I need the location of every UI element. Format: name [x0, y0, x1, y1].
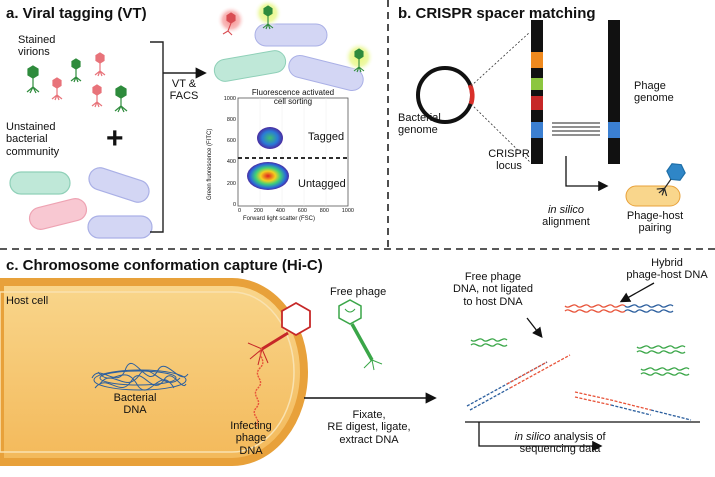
tagged-label: Tagged	[308, 131, 345, 143]
host-cell	[0, 278, 308, 466]
free-dna-pointer	[526, 317, 543, 339]
alignment-arrow	[565, 156, 609, 192]
hybrid-dna-pointer	[619, 282, 655, 303]
stained-virion-icons	[26, 58, 128, 113]
bracket	[150, 41, 164, 233]
free-phage-label: Free phage	[330, 286, 387, 298]
phage-host-pairing-icon	[625, 163, 686, 207]
infecting-phage-dna	[253, 347, 264, 427]
dna-fragments	[466, 304, 692, 421]
unstained-virion-icons	[51, 52, 106, 108]
facs-plot	[237, 97, 349, 207]
analysis-bracket	[478, 422, 603, 452]
tagged-population	[257, 127, 283, 149]
host-cell-label: Host cell	[6, 295, 49, 307]
panel-c-title: c. Chromosome conformation capture (Hi-C…	[6, 257, 323, 274]
phage-genome-bar	[608, 20, 620, 164]
bacterial-dna-blob	[91, 362, 189, 391]
vt-facs-label: VT &FACS	[169, 78, 199, 103]
crispr-locus-bar	[531, 20, 543, 164]
in-silico-analysis-label: in silico analysis of sequencing data	[514, 431, 606, 456]
process-label: Fixate,RE digest, ligate,extract DNA	[327, 409, 411, 446]
panel-b-title: b. CRISPR spacer matching	[398, 5, 596, 22]
untagged-label: Untagged	[298, 178, 346, 190]
panel-a-title: a. Viral tagging (VT)	[6, 5, 147, 22]
glowing-phage-icons	[217, 0, 374, 73]
free-phage-icon	[338, 299, 383, 371]
unstained-bacteria	[9, 167, 153, 239]
sorted-bacteria	[213, 23, 364, 92]
untagged-population	[247, 162, 289, 190]
alignment-lines	[552, 122, 600, 136]
plus-sign: +	[106, 122, 124, 155]
infecting-phage	[247, 301, 311, 427]
facs-xlabel: Forward light scatter (FSC)	[243, 216, 316, 222]
